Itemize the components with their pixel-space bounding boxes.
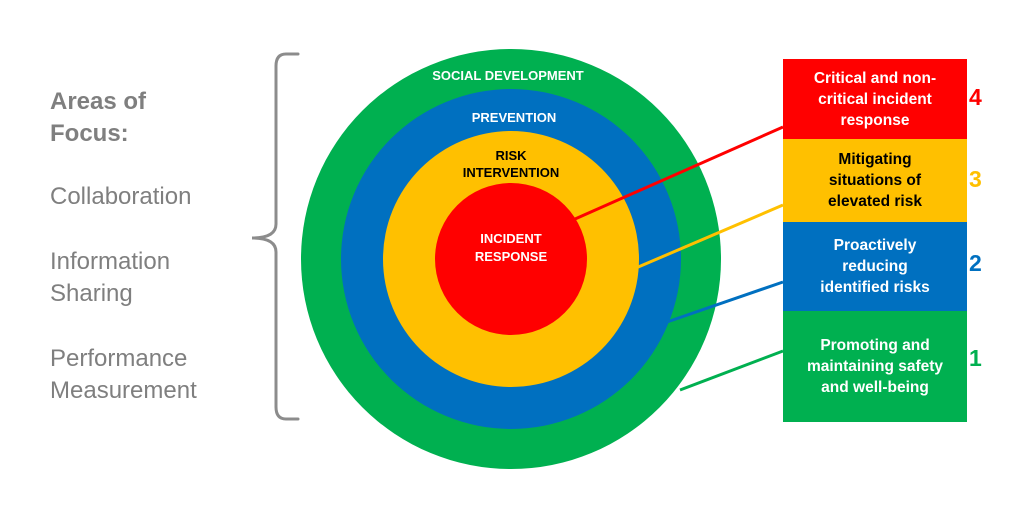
label-social-development: SOCIAL DEVELOPMENT (432, 68, 584, 83)
connector-level-1 (679, 349, 784, 392)
connector-level-3 (628, 203, 784, 273)
label-prevention: PREVENTION (472, 110, 557, 125)
label-risk: RISK (495, 148, 527, 163)
box-line: critical incident (818, 90, 932, 108)
focus-item-line: Sharing (50, 280, 133, 307)
heading-line-2: Focus: (50, 120, 129, 147)
label-response: RESPONSE (475, 249, 548, 264)
curly-bracket (251, 52, 300, 421)
level-box-2: Proactively reducing identified risks (783, 222, 967, 311)
label-incident: INCIDENT (480, 231, 541, 246)
focus-item-line: Measurement (50, 377, 197, 404)
focus-item-performance-measurement: Performance Measurement (50, 343, 197, 407)
focus-item-collaboration: Collaboration (50, 181, 191, 213)
box-line: maintaining safety (806, 358, 944, 375)
ring-incident-response (435, 183, 587, 335)
focus-item-line: Information (50, 248, 171, 275)
box-line: response (840, 111, 910, 129)
level-box-3: Mitigating situations of elevated risk (783, 139, 967, 222)
focus-item-line: Performance (50, 345, 188, 372)
level-number-4: 4 (969, 84, 982, 110)
box-line: situations of (828, 172, 922, 189)
level-box-4: Critical and non- critical incident resp… (783, 59, 967, 139)
level-box-1: Promoting and maintaining safety and wel… (783, 311, 967, 422)
level-number-3: 3 (969, 166, 982, 192)
connector-level-2 (666, 280, 784, 324)
box-line: Proactively (833, 237, 917, 254)
box-line: Critical and non- (813, 69, 937, 87)
box-line: reducing (842, 258, 908, 275)
focus-item-information-sharing: Information Sharing (50, 246, 170, 310)
box-line: elevated risk (828, 193, 922, 210)
label-intervention: INTERVENTION (463, 165, 560, 180)
heading-line-1: Areas of (50, 88, 147, 115)
box-line: and well-being (821, 379, 929, 396)
focus-item-line: Collaboration (50, 183, 192, 210)
box-line: Mitigating (838, 151, 912, 168)
level-number-1: 1 (969, 345, 982, 371)
areas-of-focus-heading: Areas of Focus: (50, 86, 146, 150)
connector-level-4 (565, 125, 784, 225)
box-line: identified risks (820, 279, 930, 296)
level-number-2: 2 (969, 250, 982, 276)
box-line: Promoting and (820, 337, 930, 354)
